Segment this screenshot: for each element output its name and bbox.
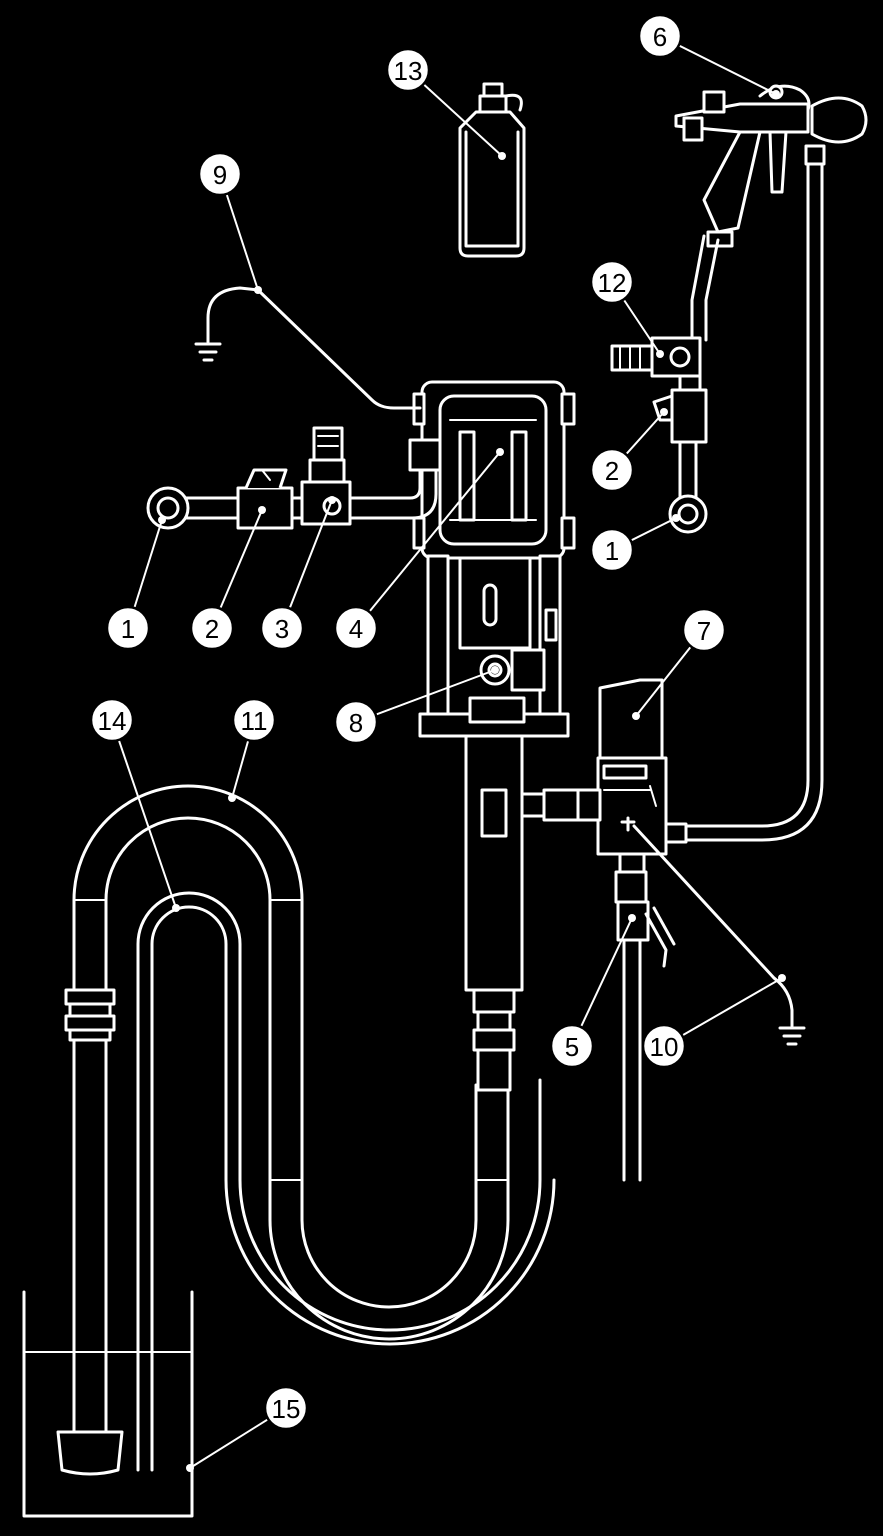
air-inlet-assembly	[146, 426, 442, 530]
callout-3-regulator: 3	[259, 605, 305, 651]
callout-4-air-motor: 4	[333, 605, 379, 651]
callout-14-return-hose: 14	[89, 697, 135, 743]
callout-6-spray-gun: 6	[637, 13, 683, 59]
callout-13-bottle: 13	[385, 47, 431, 93]
callout-label: 7	[697, 616, 711, 646]
spray-gun	[674, 84, 868, 342]
pump	[412, 380, 580, 1092]
callout-label: 1	[605, 536, 619, 566]
callout-15-bucket: 15	[263, 1385, 309, 1431]
callout-label: 11	[241, 706, 268, 736]
callout-9-ground-wire: 9	[197, 151, 243, 197]
drain-valve	[614, 870, 676, 1182]
callout-label: 14	[98, 706, 127, 736]
callout-label: 5	[565, 1032, 579, 1062]
solvent-bottle	[458, 82, 526, 258]
suction-hose	[56, 784, 510, 1476]
callout-11-suction-hose: 11	[231, 697, 277, 743]
gun-air-assembly	[610, 336, 708, 534]
callout-2-gun-air-valve: 2	[589, 447, 635, 493]
callout-label: 15	[272, 1394, 301, 1424]
callout-1-air-coupler: 1	[105, 605, 151, 651]
callout-8-pump-port: 8	[333, 699, 379, 745]
callout-7-filter: 7	[681, 607, 727, 653]
callout-label: 2	[605, 456, 619, 486]
callout-label: 13	[394, 56, 423, 86]
return-hose	[136, 891, 556, 1472]
callout-label: 10	[650, 1032, 679, 1062]
callout-5-drain-valve: 5	[549, 1023, 595, 1069]
callout-1-gun-air-coupler: 1	[589, 527, 635, 573]
callout-10-ground-wire: 10	[641, 1023, 687, 1069]
callout-label: 9	[213, 160, 227, 190]
ground-wire-filter	[632, 824, 806, 1046]
callout-label: 8	[349, 708, 363, 738]
callout-label: 4	[349, 614, 363, 644]
fluid-filter	[576, 678, 688, 874]
gun-fluid-hose	[682, 162, 824, 842]
callout-label: 1	[121, 614, 135, 644]
leader-lines	[111, 35, 786, 1472]
callout-label: 12	[598, 268, 627, 298]
callout-2-air-valve: 2	[189, 605, 235, 651]
callout-label: 6	[653, 22, 667, 52]
ground-wire-pump	[194, 286, 422, 410]
callout-label: 3	[275, 614, 289, 644]
callout-label: 2	[205, 614, 219, 644]
paint-bucket	[22, 1290, 194, 1518]
callout-12-gun-regulator: 12	[589, 259, 635, 305]
